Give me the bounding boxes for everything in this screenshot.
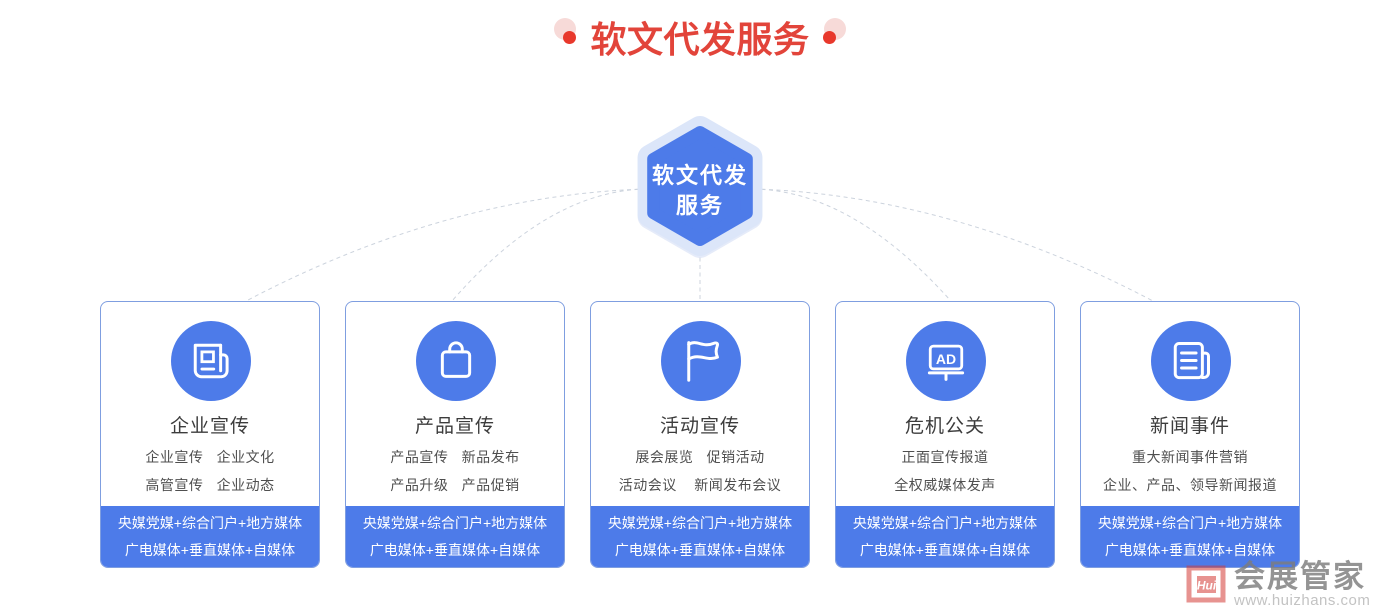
card-chanpin-xuanchuan: 产品宣传 产品宣传 新品发布 产品升级 产品促销 央媒党媒+综合门户+地方媒体 … — [345, 301, 565, 568]
desc-line: 正面宣传报道 — [901, 449, 989, 465]
footer-line: 央媒党媒+综合门户+地方媒体 — [117, 515, 303, 531]
footer-line: 央媒党媒+综合门户+地方媒体 — [607, 515, 793, 531]
hexagon-label-line2: 服务 — [675, 193, 724, 218]
card-title: 危机公关 — [904, 416, 985, 437]
card-footer: 央媒党媒+综合门户+地方媒体 广电媒体+垂直媒体+自媒体 — [1081, 506, 1299, 567]
card-description: 重大新闻事件营销 企业、产品、领导新闻报道 — [1081, 443, 1299, 499]
desc-line: 企业、产品、领导新闻报道 — [1103, 477, 1277, 493]
desc-line: 产品宣传 新品发布 — [390, 449, 520, 465]
page-title: 软文代发服务 — [590, 19, 810, 60]
card-description: 展会展览 促销活动 活动会议 新闻发布会议 — [591, 443, 809, 499]
footer-line: 广电媒体+垂直媒体+自媒体 — [1104, 542, 1276, 558]
desc-line: 企业宣传 企业文化 — [145, 449, 275, 465]
card-description: 产品宣传 新品发布 产品升级 产品促销 — [346, 443, 564, 499]
footer-line: 央媒党媒+综合门户+地方媒体 — [852, 515, 1038, 531]
hexagon-label-line1: 软文代发 — [651, 163, 748, 188]
watermark-texts: 会展管家 www.huizhans.com — [1234, 559, 1371, 609]
desc-line: 重大新闻事件营销 — [1132, 449, 1248, 465]
card-qiye-xuanchuan: 企业宣传 企业宣传 企业文化 高管宣传 企业动态 央媒党媒+综合门户+地方媒体 … — [100, 301, 320, 568]
red-dot-icon — [823, 31, 836, 44]
shopping-bag-icon — [416, 321, 496, 401]
card-title: 活动宣传 — [659, 416, 740, 437]
card-title: 产品宣传 — [414, 416, 495, 437]
card-xinwen-shijian: 新闻事件 重大新闻事件营销 企业、产品、领导新闻报道 央媒党媒+综合门户+地方媒… — [1080, 301, 1300, 568]
watermark: Hui 会展管家 www.huizhans.com — [1186, 559, 1400, 613]
huizhans-logo-icon: Hui — [1186, 565, 1226, 603]
card-footer: 央媒党媒+综合门户+地方媒体 广电媒体+垂直媒体+自媒体 — [836, 506, 1054, 567]
footer-line: 广电媒体+垂直媒体+自媒体 — [369, 542, 541, 558]
desc-line: 高管宣传 企业动态 — [145, 477, 275, 493]
title-decoration-right — [823, 18, 855, 46]
card-title: 新闻事件 — [1149, 416, 1230, 437]
card-title: 企业宣传 — [169, 416, 250, 437]
hexagon-label: 软文代发 服务 — [620, 161, 780, 221]
desc-line: 展会展览 促销活动 — [635, 449, 765, 465]
card-weiji-gongguan: AD 危机公关 正面宣传报道 全权威媒体发声 央媒党媒+综合门户+地方媒体 广电… — [835, 301, 1055, 568]
cards-row: 企业宣传 企业宣传 企业文化 高管宣传 企业动态 央媒党媒+综合门户+地方媒体 … — [100, 301, 1300, 568]
card-footer: 央媒党媒+综合门户+地方媒体 广电媒体+垂直媒体+自媒体 — [591, 506, 809, 567]
card-description: 企业宣传 企业文化 高管宣传 企业动态 — [101, 443, 319, 499]
card-footer: 央媒党媒+综合门户+地方媒体 广电媒体+垂直媒体+自媒体 — [101, 506, 319, 567]
watermark-url: www.huizhans.com — [1234, 592, 1371, 609]
footer-line: 广电媒体+垂直媒体+自媒体 — [614, 542, 786, 558]
svg-text:Hui: Hui — [1197, 579, 1217, 593]
hexagon-shape — [637, 116, 763, 258]
footer-line: 央媒党媒+综合门户+地方媒体 — [1097, 515, 1283, 531]
footer-line: 广电媒体+垂直媒体+自媒体 — [124, 542, 296, 558]
watermark-name: 会展管家 — [1234, 559, 1366, 594]
svg-text:AD: AD — [936, 351, 956, 367]
flag-icon — [661, 321, 741, 401]
title-decoration-left — [554, 18, 586, 46]
newspaper-icon — [171, 321, 251, 401]
ad-board-icon: AD — [906, 321, 986, 401]
desc-line: 全权威媒体发声 — [894, 477, 996, 493]
footer-line: 央媒党媒+综合门户+地方媒体 — [362, 515, 548, 531]
desc-line: 产品升级 产品促销 — [390, 477, 520, 493]
red-dot-icon — [563, 31, 576, 44]
card-description: 正面宣传报道 全权威媒体发声 — [836, 443, 1054, 499]
card-footer: 央媒党媒+综合门户+地方媒体 广电媒体+垂直媒体+自媒体 — [346, 506, 564, 567]
desc-line: 活动会议 新闻发布会议 — [618, 477, 782, 493]
connector-to-card-1 — [247, 188, 647, 301]
connector-to-card-2 — [451, 188, 647, 302]
news-pages-icon — [1151, 321, 1231, 401]
connector-to-card-5 — [753, 188, 1154, 302]
card-huodong-xuanchuan: 活动宣传 展会展览 促销活动 活动会议 新闻发布会议 央媒党媒+综合门户+地方媒… — [590, 301, 810, 568]
footer-line: 广电媒体+垂直媒体+自媒体 — [859, 542, 1031, 558]
connector-to-card-4 — [753, 188, 951, 301]
